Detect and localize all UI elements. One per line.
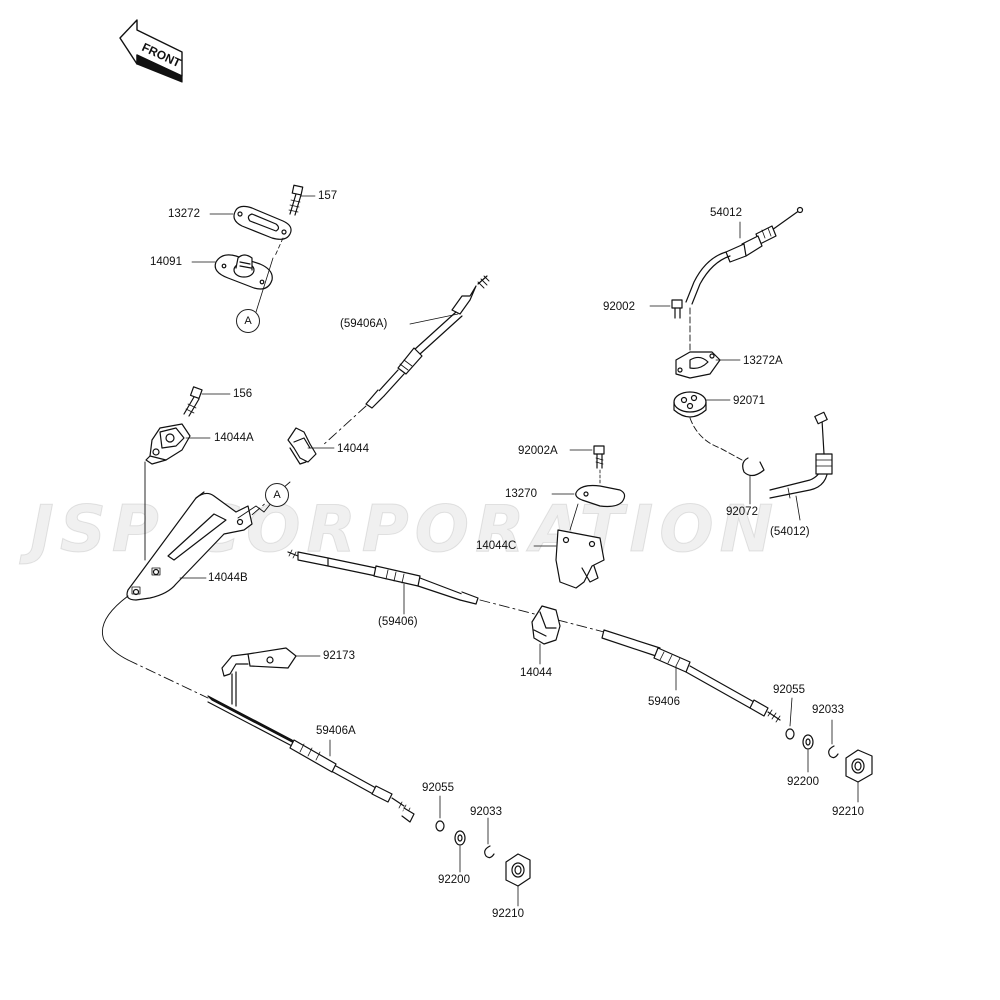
clip-92033-left-icon [484,845,495,859]
label-92055-right: 92055 [773,684,805,696]
front-arrow-icon: FRONT [119,19,184,83]
oring-92055-left-icon [435,820,445,832]
cable-59406a-lower-icon [207,695,415,823]
label-92002: 92002 [603,301,635,313]
clip-92072-icon [742,457,765,477]
bolt-92002a-icon [593,445,605,469]
clamp-14044-middle-icon [531,605,561,645]
label-14044c: 14044C [476,540,517,552]
cable-54012-lower-icon [769,411,833,499]
label-14044b: 14044B [208,572,248,584]
watermark: JSP CORPORATION [30,493,780,567]
bolt-92002-icon [671,299,683,319]
label-54012-paren: (54012) [770,526,810,538]
bracket-14044c-icon [555,503,605,589]
nut-92210-left-icon [505,853,531,887]
cable-59406-right-icon [601,629,781,723]
bracket-14044b-icon [126,491,253,601]
clamp-14044-upper-icon [287,427,317,465]
clip-92033-right-icon [828,745,839,759]
label-92200-right: 92200 [787,776,819,788]
label-13272: 13272 [168,208,200,220]
grommet-14091-icon [214,254,273,290]
label-14044-top: 14044 [337,443,369,455]
label-92002a: 92002A [518,445,558,457]
label-59406-right: 59406 [648,696,680,708]
label-54012-top: 54012 [710,207,742,219]
label-92033-right: 92033 [812,704,844,716]
label-92071: 92071 [733,395,765,407]
gasket-13272-icon [233,205,292,240]
label-59406-paren: (59406) [378,616,418,628]
label-14044a: 14044A [214,432,254,444]
label-92033-left: 92033 [470,806,502,818]
label-13272a: 13272A [743,355,783,367]
washer-92200-left-icon [454,830,466,846]
label-92072: 92072 [726,506,758,518]
label-92173: 92173 [323,650,355,662]
nut-92210-right-icon [845,749,873,783]
label-14091: 14091 [150,256,182,268]
label-92210-right: 92210 [832,806,864,818]
bolt-157-icon [288,184,304,216]
oring-92055-right-icon [785,728,795,740]
cable-59406-center-icon [287,549,479,605]
gasket-13272a-icon [675,351,721,379]
washer-92200-right-icon [802,734,814,750]
plate-13270-icon [575,484,626,508]
label-92200-left: 92200 [438,874,470,886]
callout-a-bracket: A [265,483,289,507]
bolt-156-icon [183,386,203,417]
cable-59406a-upper-icon [365,275,490,409]
label-157: 157 [318,190,338,202]
callout-a-top: A [236,309,260,333]
cable-54012-upper-icon [685,206,804,305]
label-14044-middle: 14044 [520,667,552,679]
label-156: 156 [233,388,253,400]
clamp-14044a-icon [145,423,191,465]
label-59406a-bottom: 59406A [316,725,356,737]
bracket-92173-icon [221,647,297,707]
label-92210-left: 92210 [492,908,524,920]
label-92055-left: 92055 [422,782,454,794]
label-13270: 13270 [505,488,537,500]
label-59406a-top: (59406A) [340,318,388,330]
grommet-92071-icon [673,391,707,418]
